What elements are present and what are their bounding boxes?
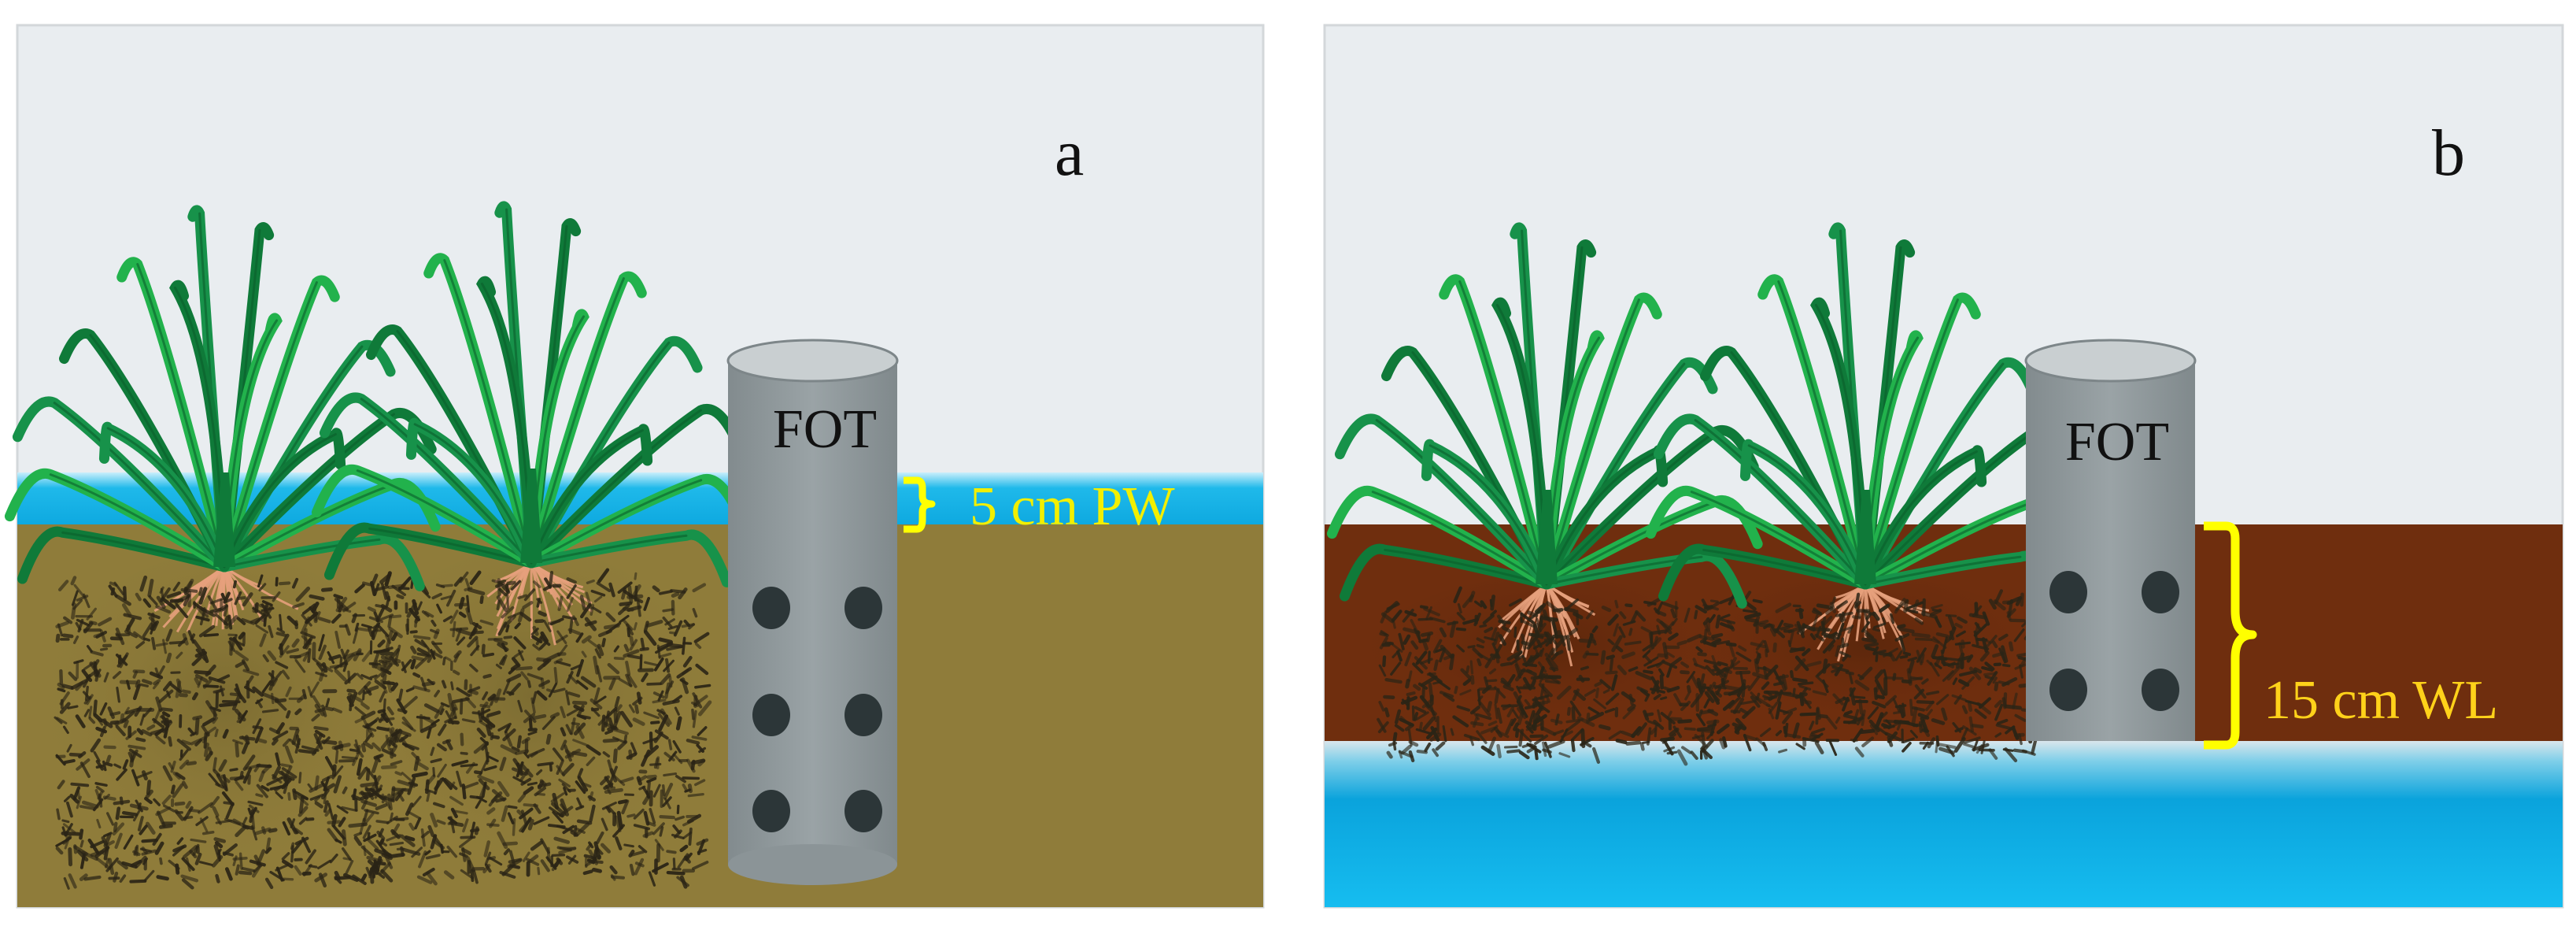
- panel-b-plants: [1326, 222, 2082, 609]
- rice-plant-icon: [1645, 222, 2082, 609]
- panel-a-root-zone: [43, 548, 712, 890]
- panel-b: FOT 15 cm WL b: [1323, 24, 2564, 909]
- tube-perforations: [2049, 571, 2179, 711]
- rice-plant-icon: [311, 201, 748, 587]
- root-mass: [350, 548, 712, 889]
- panel-b-measure-label: 15 cm WL: [2264, 670, 2498, 731]
- panel-b-letter: b: [2432, 117, 2465, 190]
- panel-b-groundwater: [1325, 741, 2563, 907]
- panel-b-fot-tube: FOT: [2024, 339, 2197, 741]
- tube-bottom: [728, 844, 897, 885]
- tube-top: [726, 339, 899, 383]
- root-mass: [43, 552, 407, 890]
- bracket-shape: [2204, 521, 2257, 750]
- rice-plant-icon: [1326, 222, 1763, 609]
- root-mass: [1684, 576, 2050, 763]
- panel-b-depth-bracket: 15 cm WL: [2204, 521, 2498, 750]
- panel-b-root-zone: [1366, 576, 2050, 766]
- root-mass: [1366, 576, 1731, 766]
- tube-top: [2024, 339, 2197, 383]
- panel-a-letter: a: [1055, 117, 1084, 190]
- panel-a-tube-label: FOT: [773, 399, 877, 460]
- panel-a: FOT 5 cm PW a: [4, 24, 1265, 909]
- panel-a-fot-tube: FOT: [726, 339, 899, 885]
- panel-a-measure-label: 5 cm PW: [970, 476, 1175, 537]
- panel-a-plants: [4, 201, 748, 591]
- bracket-shape: [904, 476, 936, 533]
- tube-perforations: [752, 587, 882, 832]
- panel-a-depth-bracket: 5 cm PW: [904, 476, 1175, 537]
- panel-b-tube-label: FOT: [2065, 412, 2169, 472]
